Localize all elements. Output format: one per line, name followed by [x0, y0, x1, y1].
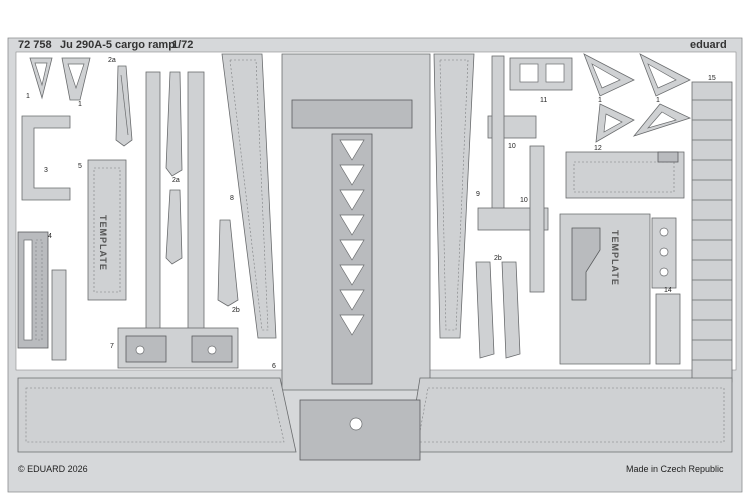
fret-title: Ju 290A-5 cargo ramp [60, 39, 175, 51]
bottom-wing-left [17, 377, 297, 453]
long-strip-1 [145, 71, 161, 335]
fret-scale: 1/72 [172, 39, 193, 51]
label-1d: 1 [656, 97, 660, 104]
label-5: 5 [78, 163, 82, 170]
footer-origin: Made in Czech Republic [626, 464, 724, 474]
bottom-wing-right [407, 377, 733, 453]
label-2b-left: 2b [232, 307, 240, 314]
label-14: 14 [664, 287, 672, 294]
part-15 [691, 81, 733, 383]
brand-logo: eduard [690, 39, 727, 51]
part-4 [17, 231, 49, 349]
part-2b-right [475, 261, 521, 359]
part-7 [117, 327, 239, 369]
part-10-b [477, 145, 549, 293]
part-14 [651, 217, 681, 365]
part-2b-left [217, 219, 239, 307]
label-6: 6 [272, 363, 276, 370]
label-4: 4 [48, 233, 52, 240]
part-1-right-a [583, 53, 635, 97]
part-1-right-d [632, 103, 692, 137]
label-15: 15 [708, 75, 716, 82]
part-4-strip [51, 269, 67, 361]
label-1b: 1 [78, 101, 82, 108]
bottom-central-hinge [299, 399, 421, 461]
part-10-a [487, 55, 537, 227]
label-3: 3 [44, 167, 48, 174]
label-7: 7 [110, 343, 114, 350]
part-11 [509, 57, 573, 91]
label-8: 8 [230, 195, 234, 202]
fret-code: 72 758 [18, 39, 52, 51]
part-6-central-ramp [281, 53, 431, 391]
long-strip-2 [187, 71, 205, 335]
part-3 [21, 115, 71, 201]
template-label-left: TEMPLATE [98, 215, 108, 271]
label-2a-mid: 2a [172, 177, 180, 184]
part-1-right-c [595, 103, 635, 143]
label-1a: 1 [26, 93, 30, 100]
part-12-tab [657, 151, 679, 163]
part-5: TEMPLATE [87, 159, 127, 301]
label-1c: 1 [598, 97, 602, 104]
part-1-right-b [639, 53, 691, 97]
part-2a-top [115, 65, 133, 147]
label-10b: 10 [520, 197, 528, 204]
part-2a-low [165, 189, 183, 265]
part-8 [221, 53, 277, 339]
label-2b-right: 2b [494, 255, 502, 262]
part-1-left-a [29, 57, 53, 100]
template-label-right: TEMPLATE [610, 230, 620, 286]
label-9: 9 [476, 191, 480, 198]
footer-copyright: © EDUARD 2026 [18, 464, 88, 474]
part-9 [433, 53, 475, 339]
part-13: TEMPLATE [559, 213, 651, 365]
label-2a-top: 2a [108, 57, 116, 64]
label-10a: 10 [508, 143, 516, 150]
label-12: 12 [594, 145, 602, 152]
part-1-left-b [61, 57, 91, 101]
part-2a-mid [165, 71, 183, 177]
label-11: 11 [540, 97, 547, 104]
